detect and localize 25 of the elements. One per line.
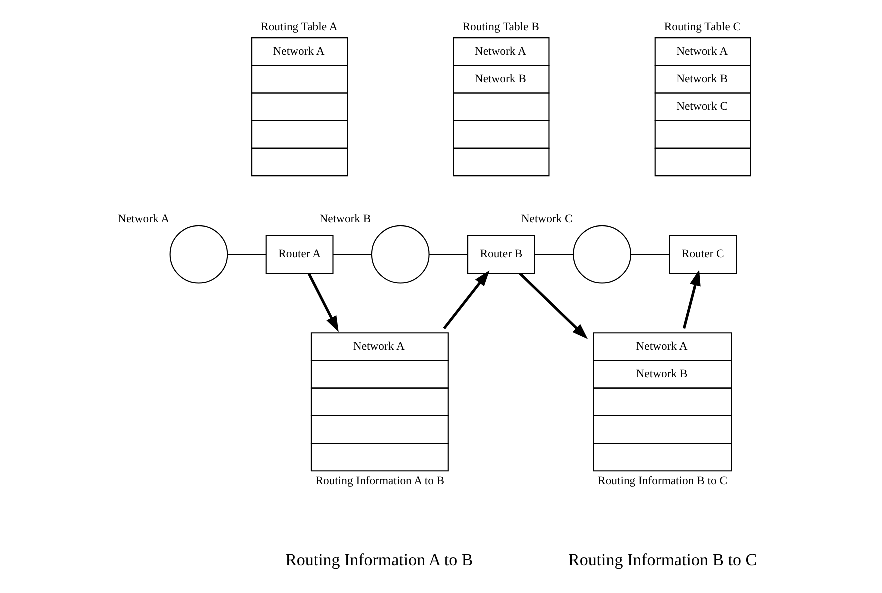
- node-label: Routing Information B to C: [598, 474, 728, 488]
- node-label: Network A: [118, 212, 170, 226]
- label: Routing Information B to C: [568, 550, 757, 570]
- label: Routing Information A to B: [285, 550, 473, 570]
- node-label: Network C: [520, 212, 572, 226]
- node-circle: [370, 225, 430, 284]
- node-label: Routing Information A to B: [315, 474, 444, 488]
- connector: [332, 254, 372, 256]
- connector: [428, 254, 468, 256]
- node-box: Router A: [265, 234, 334, 274]
- node-label: Routing Table B: [462, 20, 539, 34]
- node-box: Router B: [467, 234, 535, 274]
- node-label: Network B: [319, 212, 371, 226]
- node-label: Routing Table A: [260, 20, 338, 34]
- connector: [534, 254, 573, 256]
- arrow: [307, 273, 338, 332]
- arrow: [442, 270, 490, 330]
- node-box: Router C: [668, 234, 737, 274]
- connector: [630, 254, 670, 256]
- arrow: [682, 270, 700, 330]
- node-label: Routing Table C: [664, 20, 741, 34]
- connector: [227, 254, 266, 256]
- arrow: [518, 272, 588, 340]
- node-circle: [169, 225, 228, 284]
- node-circle: [572, 225, 631, 284]
